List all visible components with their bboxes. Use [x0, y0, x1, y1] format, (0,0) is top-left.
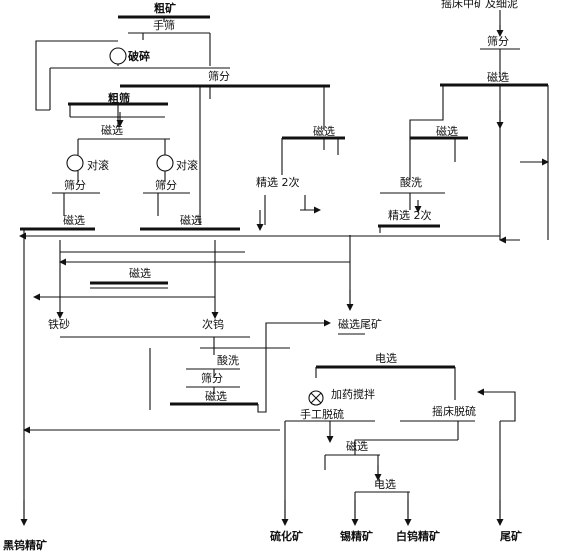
op-magnetic-far-right: 磁选	[487, 71, 509, 84]
crusher-symbol	[109, 47, 127, 65]
process-bars	[20, 15, 548, 406]
feed-coarse-ore: 粗矿	[154, 1, 176, 15]
op-screening-far-right: 筛分	[487, 34, 509, 48]
op-electrostatic-upper: 电选	[375, 352, 397, 365]
op-cleaning-twice-left: 精选 2次	[256, 175, 300, 189]
op-hand-desulfurize: 手工脱硫	[300, 407, 344, 421]
prod-tailings: 尾矿	[499, 529, 522, 543]
prod-black-tungsten-concentrate: 黑钨精矿	[3, 538, 47, 552]
flow-lines	[20, 10, 549, 525]
op-acid-wash-right: 酸洗	[400, 175, 422, 189]
op-roll-crush-left: 对滚	[87, 158, 109, 172]
reagent-mixer-symbol	[308, 390, 324, 406]
op-magnetic-mid: 磁选	[313, 125, 335, 138]
op-reagent-stirring: 加药搅拌	[331, 387, 375, 401]
op-table-desulfurize: 摇床脱硫	[432, 404, 476, 418]
op-crushing: 破碎	[128, 49, 150, 63]
op-cleaning-twice-right: 精选 2次	[388, 208, 432, 222]
prod-secondary-tungsten: 次钨	[202, 317, 224, 331]
op-coarse-screen: 粗筛	[108, 91, 130, 105]
op-roll-crush-right: 对滚	[176, 158, 198, 172]
prod-iron-sand: 铁砂	[48, 318, 70, 331]
op-magnetic-left: 磁选	[63, 214, 85, 227]
op-acid-wash-lower: 酸洗	[217, 353, 239, 367]
op-screening-right: 筛分	[155, 178, 177, 192]
op-electrostatic-lower: 电选	[374, 478, 396, 491]
flow-arrows	[19, 25, 549, 526]
prod-white-tungsten-concentrate: 白钨精矿	[396, 529, 440, 543]
roll-crusher-left-symbol	[66, 154, 84, 172]
prod-tin-concentrate: 锡精矿	[340, 529, 373, 543]
op-magnetic-1: 磁选	[101, 124, 123, 137]
op-magnetic-lower: 磁选	[129, 267, 151, 280]
op-magnetic-desulf: 磁选	[346, 440, 368, 453]
op-screening-lower: 筛分	[201, 371, 223, 385]
op-magnetic-bottom: 磁选	[205, 390, 227, 403]
prod-magnetic-tailings: 磁选尾矿	[338, 318, 382, 331]
op-hand-screen: 手筛	[153, 18, 175, 32]
roll-crusher-right-symbol	[156, 154, 174, 172]
feed-table-middlings: 摇床中矿及细泥	[441, 0, 518, 10]
op-magnetic-center: 磁选	[180, 214, 202, 227]
op-magnetic-right: 磁选	[436, 125, 458, 138]
op-screening-left: 筛分	[64, 178, 86, 192]
prod-sulfide-ore: 硫化矿	[270, 529, 303, 543]
op-screening-main: 筛分	[208, 69, 230, 83]
